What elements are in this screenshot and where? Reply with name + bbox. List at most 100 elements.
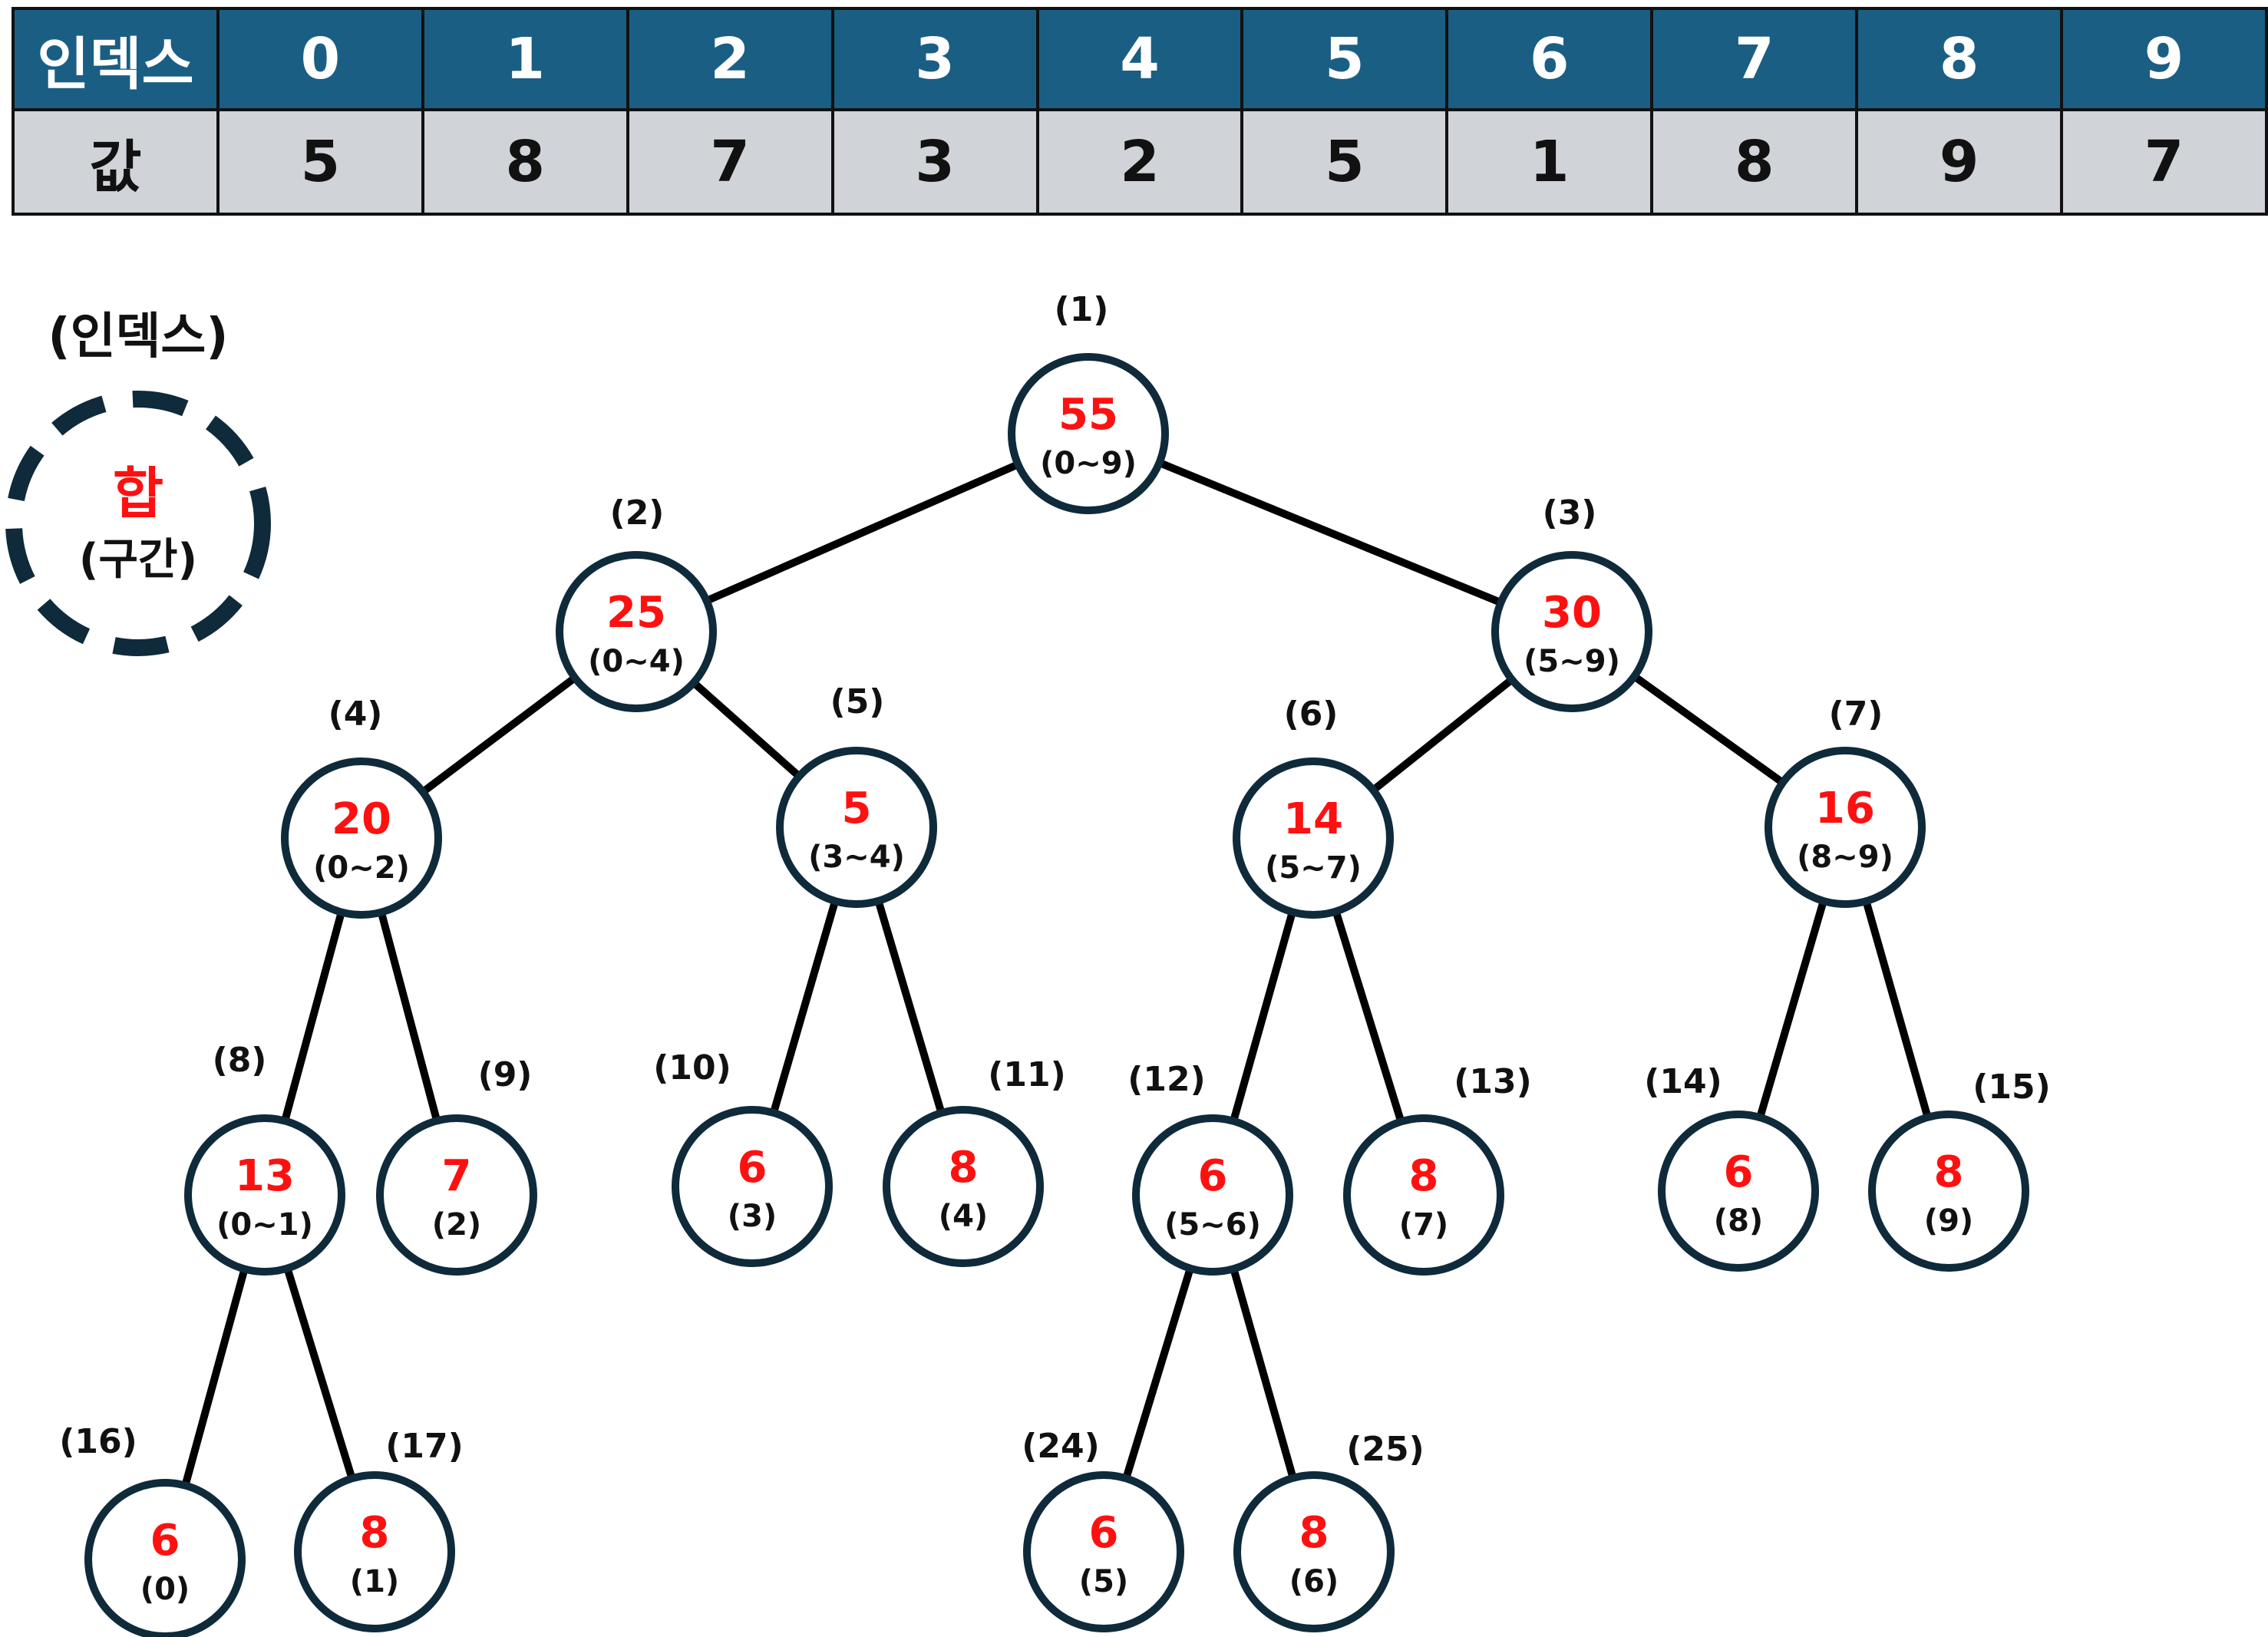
tree-node-circle (1765, 747, 1926, 908)
tree-node-circle (1658, 1111, 1819, 1272)
tree-node-circle (1008, 353, 1169, 514)
tree-node-index-label: (24) (1022, 1427, 1099, 1466)
tree-node-range: (9) (1924, 1203, 1973, 1239)
tree-node-circle (1132, 1114, 1293, 1276)
index-cell: 5 (1240, 7, 1449, 111)
index-cell: 2 (626, 7, 834, 111)
tree-node-index-label: (13) (1454, 1062, 1531, 1101)
tree-node-index-label: (4) (328, 695, 383, 734)
value-row: 값 5 8 7 3 2 5 1 8 9 7 (12, 108, 2268, 216)
tree-node-sum: 13 (235, 1151, 295, 1201)
tree-node: (25) 8 (6) (1233, 1430, 1425, 1632)
array-table: 인덱스 0 1 2 3 4 5 6 7 8 9 값 5 8 7 3 2 5 1 … (12, 7, 2268, 216)
tree-node-sum: 8 (1299, 1508, 1329, 1558)
value-cell: 1 (1445, 108, 1654, 216)
tree-node-index-label: (25) (1346, 1430, 1424, 1469)
tree-nodes: (1)55(0~9) (2)25(0~4) (3)30(5~9) (4) 20 (0~2)… (59, 290, 2051, 1637)
index-cell: 8 (1855, 7, 2064, 111)
tree-node-sum: 16 (1815, 784, 1875, 833)
tree-node-circle (1023, 1471, 1184, 1632)
tree-node-circle (776, 747, 937, 908)
value-cell: 5 (1240, 108, 1449, 216)
legend-node: (인덱스) 합 (구간) (5, 309, 271, 656)
tree-node-range: (0~1) (216, 1207, 313, 1243)
tree-node-index-label: (11) (988, 1055, 1065, 1094)
tree-node-circle (376, 1114, 537, 1276)
value-cell: 3 (830, 108, 1039, 216)
tree-node-circle (883, 1106, 1044, 1267)
tree-node: (14) 6 (8) (1644, 1062, 1819, 1272)
tree-node-circle (672, 1106, 833, 1267)
tree-edge (1087, 430, 1573, 635)
tree-node-sum: 6 (1089, 1508, 1119, 1558)
tree-node: (6)14(5~7) (1233, 695, 1394, 919)
tree-node: (3)30(5~9) (1491, 493, 1652, 712)
tree-node-circle (1233, 757, 1394, 919)
tree-node-circle (1233, 1471, 1395, 1632)
tree-node-range: (0~2) (313, 850, 410, 886)
tree-node: (15) 8 (9) (1868, 1068, 2051, 1272)
tree-node-circle (184, 1114, 345, 1276)
tree-node-sum: 8 (949, 1143, 979, 1193)
tree-node: (16) 6 (0) (59, 1422, 246, 1637)
tree-node-sum: 8 (1934, 1147, 1964, 1197)
tree-node-circle (1343, 1114, 1504, 1276)
tree-edges (161, 430, 1953, 1561)
tree-node: (12)6(5~6) (1127, 1060, 1293, 1276)
tree-node-range: (5) (1079, 1564, 1128, 1599)
tree-node-index-label: (14) (1644, 1062, 1722, 1101)
index-cell: 9 (2060, 7, 2268, 111)
index-row: 인덱스 0 1 2 3 4 5 6 7 8 9 (12, 7, 2268, 111)
tree-node-sum: 6 (150, 1516, 180, 1566)
tree-node-range: (6) (1289, 1564, 1339, 1599)
tree-node-index-label: (16) (59, 1422, 137, 1461)
tree-node-index-label: (6) (1284, 695, 1339, 734)
tree-node-index-label: (5) (830, 682, 885, 721)
tree-node-range: (0~9) (1040, 446, 1137, 481)
tree-node-sum: 14 (1283, 794, 1343, 844)
tree-node-range: (2) (432, 1207, 481, 1243)
tree-node: (24) 6 (5) (1022, 1427, 1184, 1632)
tree-node: (9)7(2) (376, 1055, 537, 1276)
index-cell: 3 (830, 7, 1039, 111)
legend-title: (인덱스) (48, 309, 228, 365)
index-cell: 7 (1650, 7, 1859, 111)
tree-node-index-label: (8) (213, 1041, 267, 1080)
tree-node-index-label: (7) (1829, 695, 1883, 734)
tree-node-range: (0~4) (588, 644, 685, 679)
value-cell: 9 (1855, 108, 2064, 216)
tree-node-range: (1) (350, 1564, 399, 1599)
index-header: 인덱스 (12, 7, 220, 111)
tree-node-sum: 7 (442, 1151, 472, 1201)
value-cell: 7 (626, 108, 834, 216)
tree-node-range: (3~4) (808, 840, 905, 875)
value-cell: 5 (216, 108, 424, 216)
tree-node-sum: 20 (332, 794, 391, 844)
tree-node-index-label: (10) (653, 1048, 731, 1087)
tree-node-range: (8~9) (1797, 840, 1893, 875)
tree-node-range: (0) (140, 1572, 190, 1607)
tree-node-index-label: (2) (610, 493, 665, 533)
tree-node: (2)25(0~4) (556, 493, 717, 712)
tree-node-index-label: (12) (1127, 1060, 1205, 1099)
tree-node-circle (281, 757, 442, 919)
tree-node-sum: 6 (1724, 1147, 1754, 1197)
tree-node-sum: 5 (842, 784, 872, 833)
tree-node-range: (7) (1399, 1207, 1448, 1243)
value-cell: 2 (1035, 108, 1244, 216)
index-cell: 4 (1035, 7, 1244, 111)
tree-node-range: (4) (939, 1199, 988, 1234)
tree-node-sum: 6 (738, 1143, 768, 1193)
legend-sum-label: 합 (113, 461, 163, 526)
legend-range-label: (구간) (79, 535, 197, 585)
index-cell: 6 (1445, 7, 1654, 111)
value-header: 값 (12, 108, 220, 216)
value-cell: 8 (1650, 108, 1859, 216)
tree-node-index-label: (15) (1973, 1068, 2050, 1107)
tree-node-range: (8) (1714, 1203, 1763, 1239)
tree-node-circle (84, 1479, 246, 1637)
tree-node: (1)55(0~9) (1008, 290, 1169, 514)
tree-node-circle (294, 1471, 455, 1632)
tree-node-circle (1868, 1111, 2029, 1272)
